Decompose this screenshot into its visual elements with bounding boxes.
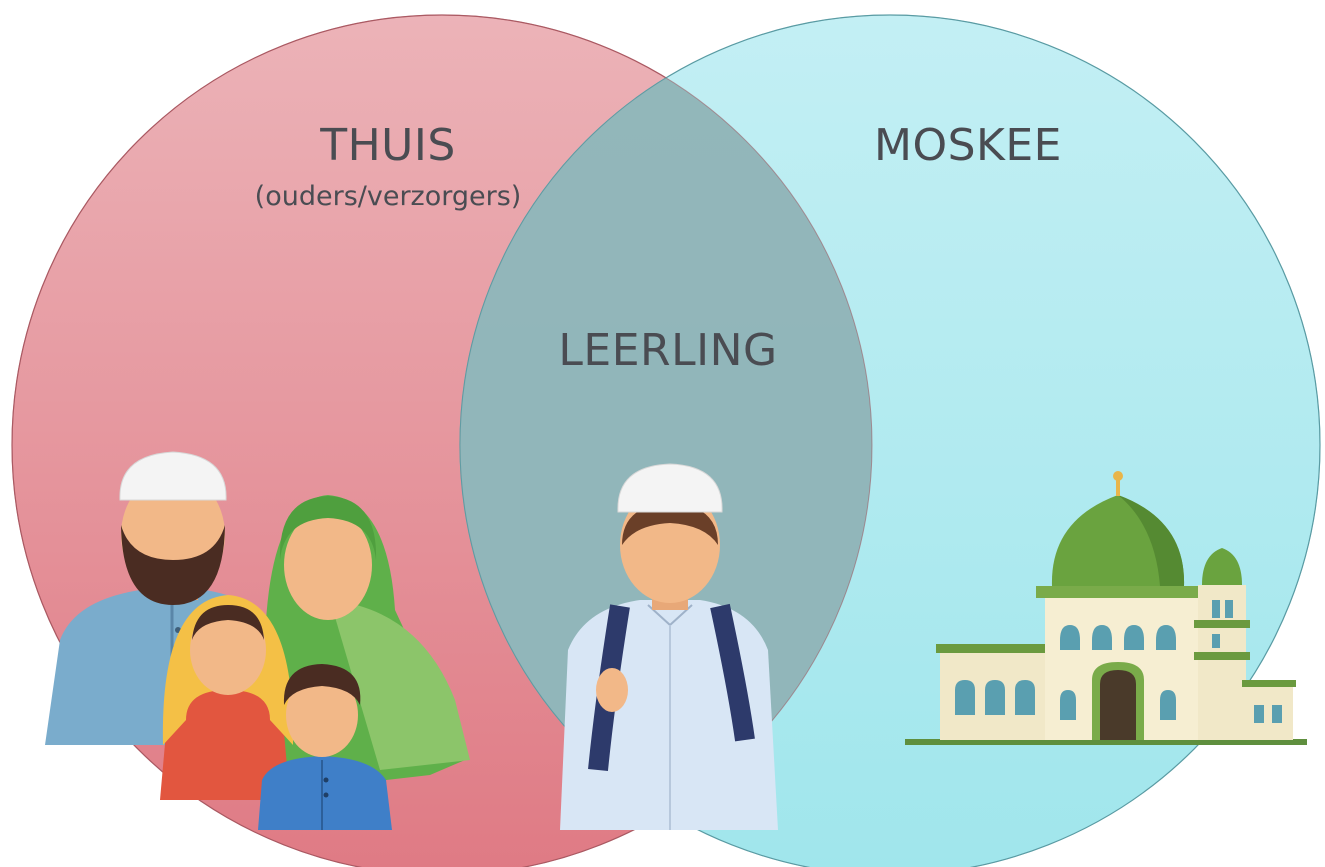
girl-figure (160, 595, 294, 800)
family-illustration (45, 451, 470, 830)
home-sublabel: (ouders/verzorgers) (255, 181, 522, 212)
intersection-label: LEERLING (558, 325, 777, 376)
mosque-illustration (905, 471, 1307, 745)
boy-figure (258, 664, 392, 830)
mosque-label: MOSKEE (874, 120, 1062, 171)
home-label: THUIS (319, 120, 456, 171)
student-illustration (560, 463, 778, 830)
